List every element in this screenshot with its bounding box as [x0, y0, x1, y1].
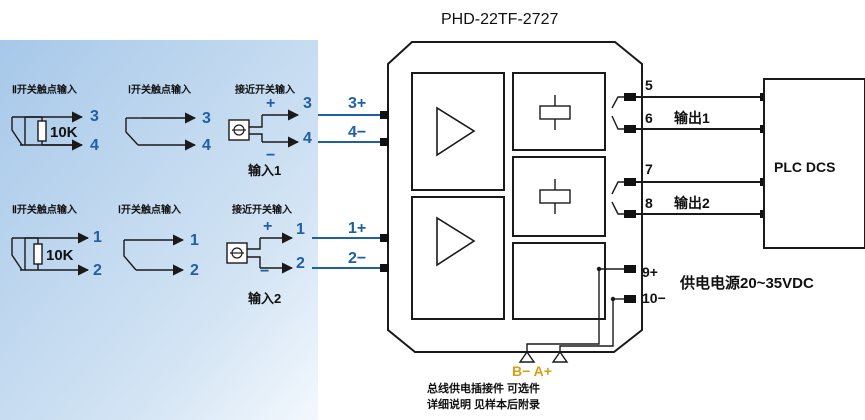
- power-box: [512, 242, 606, 320]
- group1-resistor-label: 10K: [50, 124, 78, 141]
- terminal-5: [624, 93, 636, 101]
- output2-label: 输出2: [674, 195, 710, 211]
- group2-header-proximity: 接近开关输入: [232, 203, 292, 216]
- terminal-ch2-neg: [380, 264, 389, 272]
- group2-t2-a: 2: [93, 262, 102, 279]
- amplifier-1-icon: [436, 106, 476, 157]
- module-label-ch1-neg: 4−: [348, 124, 366, 141]
- output1-label: 输出1: [674, 110, 710, 126]
- group1-header-proximity: 接近开关输入: [235, 83, 295, 96]
- terminal-7: [624, 178, 636, 186]
- terminal-ch1-neg: [380, 138, 389, 146]
- group1-t4-b: 4: [202, 137, 211, 154]
- relay2-contact: [611, 181, 624, 215]
- group1-t3-c: 3: [303, 95, 312, 112]
- group1-caption: 输入1: [248, 163, 281, 178]
- terminal-label-5: 5: [645, 77, 653, 93]
- resistor-icon: [37, 120, 47, 142]
- terminal-label-9: 9+: [642, 264, 658, 280]
- terminal-9: [624, 265, 636, 273]
- module-label-ch2-pos: 1+: [348, 220, 366, 237]
- terminal-ch2-pos: [380, 234, 389, 242]
- group1-type2-contact: 10K 3 4: [11, 108, 99, 154]
- bus-note-line1: 总线供电插接件 可选件: [427, 381, 540, 395]
- bus-note-line2: 详细说明 见样本后附录: [427, 397, 540, 411]
- relay1-contact: [611, 96, 624, 130]
- group1-header-i: Ⅰ开关触点输入: [128, 83, 191, 96]
- group2-caption: 输入2: [248, 291, 281, 306]
- relay-2-icon: [539, 179, 571, 214]
- group2-plus-sign: +: [263, 218, 272, 235]
- module-label-ch1-pos: 3+: [348, 95, 366, 112]
- group2-type1-contact: 1 2: [123, 232, 199, 279]
- group1-header-ii: Ⅱ开关触点输入: [12, 83, 77, 96]
- amplifier-2-icon: [436, 216, 476, 267]
- terminal-label-6: 6: [645, 110, 653, 126]
- group1-t3-a: 3: [90, 108, 99, 125]
- input-panel-background: [0, 40, 318, 420]
- group1-type1-contact: 3 4: [125, 110, 211, 154]
- group2-proximity: + − 1 2: [226, 218, 305, 280]
- device-model-label: PHD-22TF-2727: [441, 11, 558, 28]
- group1-minus-sign: −: [266, 147, 275, 164]
- group2-t2-c: 2: [296, 255, 305, 272]
- terminal-8: [624, 210, 636, 218]
- group1-proximity: + − 3 4: [228, 95, 312, 164]
- terminal-label-10: 10−: [642, 290, 666, 306]
- plc-box: [763, 78, 865, 249]
- group2-t1-a: 1: [93, 229, 102, 246]
- group2-minus-sign: −: [260, 263, 269, 280]
- bus-wiring: [518, 266, 624, 363]
- relay-1-icon: [539, 95, 571, 130]
- power-supply-label: 供电电源20~35VDC: [679, 274, 814, 292]
- group2-header-i: Ⅰ开关触点输入: [118, 203, 181, 216]
- group2-t2-b: 2: [190, 262, 199, 279]
- terminal-6: [624, 125, 636, 133]
- bus-terminals-label: B− A+: [512, 363, 552, 379]
- group2-t1-b: 1: [190, 232, 199, 249]
- terminal-10: [624, 295, 636, 303]
- group2-resistor-label: 10K: [46, 247, 74, 264]
- group1-t3-b: 3: [202, 110, 211, 127]
- group2-header-ii: Ⅱ开关触点输入: [12, 203, 77, 216]
- group1-t4-a: 4: [90, 137, 99, 154]
- group1-plus-sign: +: [266, 95, 275, 112]
- plc-label: PLC DCS: [774, 159, 835, 175]
- amplifier-box-2: [411, 196, 505, 320]
- resistor-icon: [33, 243, 43, 265]
- module-label-ch2-neg: 2−: [348, 250, 366, 267]
- terminal-label-8: 8: [645, 195, 653, 211]
- terminal-ch1-pos: [380, 111, 389, 119]
- group1-t4-c: 4: [303, 130, 312, 147]
- terminal-label-7: 7: [645, 161, 653, 177]
- group2-type2-contact: 10K 1 2: [11, 229, 102, 279]
- group2-t1-c: 1: [296, 221, 305, 238]
